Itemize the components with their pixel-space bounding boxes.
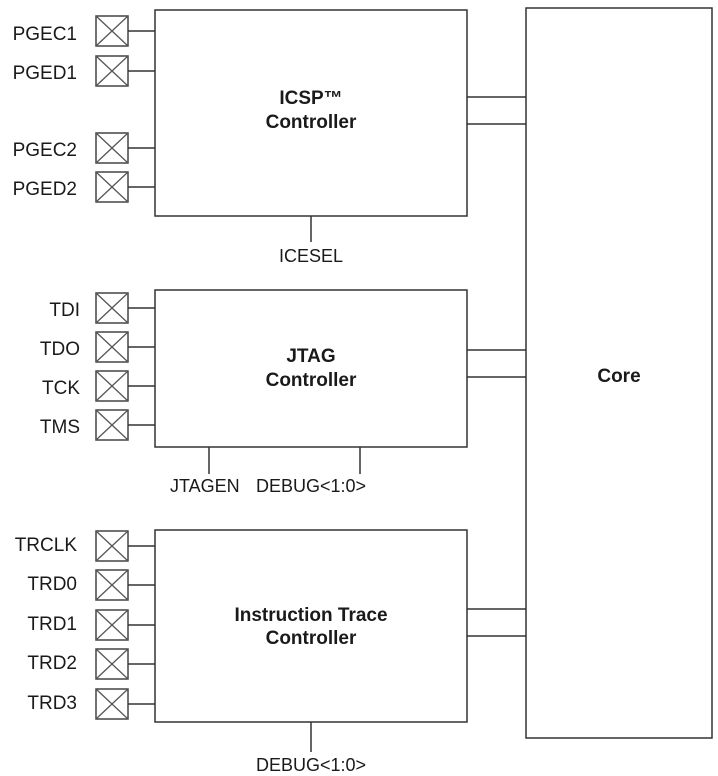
jtag-controller-group: JTAG Controller TDI TDO TCK TMS xyxy=(40,289,526,496)
pin-cross xyxy=(95,609,129,641)
pin-label: TDI xyxy=(49,300,80,321)
pin-tdo: TDO xyxy=(40,331,155,363)
icesel-label: ICESEL xyxy=(279,246,343,266)
pin-cross xyxy=(95,530,129,562)
pin-cross xyxy=(95,55,129,87)
trace-title-line1: Instruction Trace xyxy=(234,605,387,626)
trace-controller-group: Instruction Trace Controller TRCLK TRD0 … xyxy=(15,529,526,775)
jtag-controller-box xyxy=(154,289,468,448)
icsp-title-line2: Controller xyxy=(266,112,357,133)
pin-label: PGED1 xyxy=(13,63,77,84)
icsp-controller-box xyxy=(154,9,468,217)
pin-label: PGEC1 xyxy=(13,24,77,45)
pin-trd1: TRD1 xyxy=(27,609,155,641)
pin-cross xyxy=(95,569,129,601)
pin-label: TRD2 xyxy=(27,653,77,674)
trace-debug-label: DEBUG<1:0> xyxy=(256,755,366,775)
pin-cross xyxy=(95,331,129,363)
pin-pged1: PGED1 xyxy=(13,55,155,87)
pin-pged2: PGED2 xyxy=(13,171,155,203)
pin-tdi: TDI xyxy=(49,292,155,324)
icsp-title-line1: ICSP™ xyxy=(279,88,342,109)
pin-trclk: TRCLK xyxy=(15,530,155,562)
pin-cross xyxy=(95,171,129,203)
trace-title-line2: Controller xyxy=(266,628,357,649)
core-group: Core xyxy=(525,7,713,739)
pin-cross xyxy=(95,648,129,680)
pin-trd3: TRD3 xyxy=(27,688,155,720)
core-title: Core xyxy=(597,366,640,387)
pin-pgec2: PGEC2 xyxy=(13,132,155,164)
pin-label: PGED2 xyxy=(13,179,77,200)
pin-label: TRD1 xyxy=(27,614,77,635)
pin-tck: TCK xyxy=(42,370,155,402)
pin-label: PGEC2 xyxy=(13,140,77,161)
pin-label: TRD0 xyxy=(27,574,77,595)
pin-pgec1: PGEC1 xyxy=(13,15,155,47)
jtag-debug-label: DEBUG<1:0> xyxy=(256,476,366,496)
pin-tms: TMS xyxy=(40,409,155,441)
pin-trd0: TRD0 xyxy=(27,569,155,601)
jtagen-label: JTAGEN xyxy=(170,476,240,496)
pin-cross xyxy=(95,688,129,720)
jtag-title-line1: JTAG xyxy=(286,346,335,367)
pin-cross xyxy=(95,370,129,402)
pin-label: TDO xyxy=(40,339,80,360)
pin-cross xyxy=(95,132,129,164)
pin-trd2: TRD2 xyxy=(27,648,155,680)
jtag-title-line2: Controller xyxy=(266,370,357,391)
icsp-controller-group: ICSP™ Controller PGEC1 PGED1 PGEC2 PGED2 xyxy=(13,9,526,266)
pin-cross xyxy=(95,409,129,441)
pin-cross xyxy=(95,15,129,47)
core-box xyxy=(525,7,713,739)
pin-label: TMS xyxy=(40,417,80,438)
pin-label: TRCLK xyxy=(15,535,78,556)
pin-label: TRD3 xyxy=(27,693,77,714)
pin-cross xyxy=(95,292,129,324)
trace-controller-box xyxy=(154,529,468,723)
pin-label: TCK xyxy=(42,378,80,399)
